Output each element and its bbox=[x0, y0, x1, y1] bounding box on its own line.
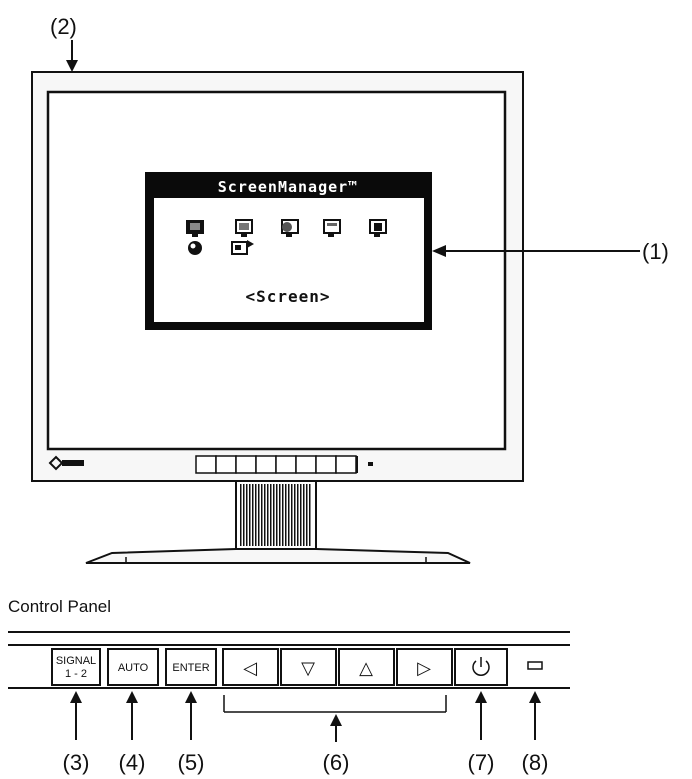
arrow-up-icon-3 bbox=[70, 691, 82, 740]
callout-5: (5) bbox=[178, 750, 205, 775]
callout-7: (7) bbox=[468, 750, 495, 775]
signal-button[interactable]: SIGNAL 1 - 2 bbox=[51, 648, 101, 686]
osd-title: ScreenManager™ bbox=[218, 178, 358, 196]
arrow-up-icon-7 bbox=[475, 691, 487, 740]
ports-icon[interactable] bbox=[231, 240, 254, 255]
arrow-up-icon-8 bbox=[529, 691, 541, 740]
arrow-down-icon bbox=[66, 40, 78, 72]
arrow-up-icon-5 bbox=[185, 691, 197, 740]
screenmanager-osd: ScreenManager™ bbox=[145, 172, 432, 330]
front-button-down[interactable] bbox=[275, 455, 297, 474]
arrow-up-icon-4 bbox=[126, 691, 138, 740]
left-button[interactable]: ◁ bbox=[222, 648, 279, 686]
right-button[interactable]: ▷ bbox=[396, 648, 453, 686]
front-button-power-1[interactable] bbox=[335, 455, 357, 474]
enter-button[interactable]: ENTER bbox=[165, 648, 217, 686]
brand-logo bbox=[48, 455, 84, 471]
callout-4: (4) bbox=[119, 750, 146, 775]
front-button-right[interactable] bbox=[315, 455, 337, 474]
left-arrow-icon: ◁ bbox=[243, 658, 257, 679]
callout-3: (3) bbox=[63, 750, 90, 775]
osd-body bbox=[154, 198, 424, 322]
up-button[interactable]: △ bbox=[338, 648, 395, 686]
enter-button-label: ENTER bbox=[172, 662, 209, 674]
powermanager-icon[interactable] bbox=[281, 219, 299, 237]
power-button[interactable] bbox=[454, 648, 508, 686]
front-button-row bbox=[195, 455, 373, 474]
up-arrow-icon: △ bbox=[359, 658, 373, 679]
arrow-up-icon-6 bbox=[330, 714, 342, 742]
front-button-up[interactable] bbox=[295, 455, 317, 474]
bracket-6 bbox=[223, 695, 447, 713]
arrow-left-icon bbox=[432, 245, 640, 257]
auto-button[interactable]: AUTO bbox=[107, 648, 159, 686]
monitor-stand bbox=[85, 480, 471, 564]
color-icon[interactable] bbox=[235, 219, 253, 237]
power-icon bbox=[472, 657, 490, 676]
front-button-left[interactable] bbox=[255, 455, 277, 474]
power-indicator-led bbox=[527, 661, 543, 670]
signal-button-sublabel: 1 - 2 bbox=[65, 668, 87, 680]
right-arrow-icon: ▷ bbox=[417, 658, 431, 679]
others-icon[interactable] bbox=[323, 219, 341, 237]
callout-2: (2) bbox=[50, 14, 77, 39]
front-button-enter[interactable] bbox=[235, 455, 257, 474]
screen-icon[interactable] bbox=[186, 220, 204, 237]
language-icon[interactable] bbox=[188, 241, 202, 255]
down-button[interactable]: ▽ bbox=[280, 648, 337, 686]
front-power-led bbox=[368, 462, 373, 466]
signal-button-label: SIGNAL bbox=[56, 655, 96, 667]
osd-selected-menu: <Screen> bbox=[245, 287, 330, 306]
callout-1: (1) bbox=[642, 239, 669, 264]
front-button-auto[interactable] bbox=[215, 455, 237, 474]
auto-button-label: AUTO bbox=[118, 662, 149, 674]
information-icon[interactable] bbox=[369, 219, 387, 237]
callout-6: (6) bbox=[323, 750, 350, 775]
callout-8: (8) bbox=[522, 750, 549, 775]
control-panel-title: Control Panel bbox=[8, 597, 111, 616]
front-button-signal[interactable] bbox=[195, 455, 217, 474]
down-arrow-icon: ▽ bbox=[301, 658, 315, 679]
